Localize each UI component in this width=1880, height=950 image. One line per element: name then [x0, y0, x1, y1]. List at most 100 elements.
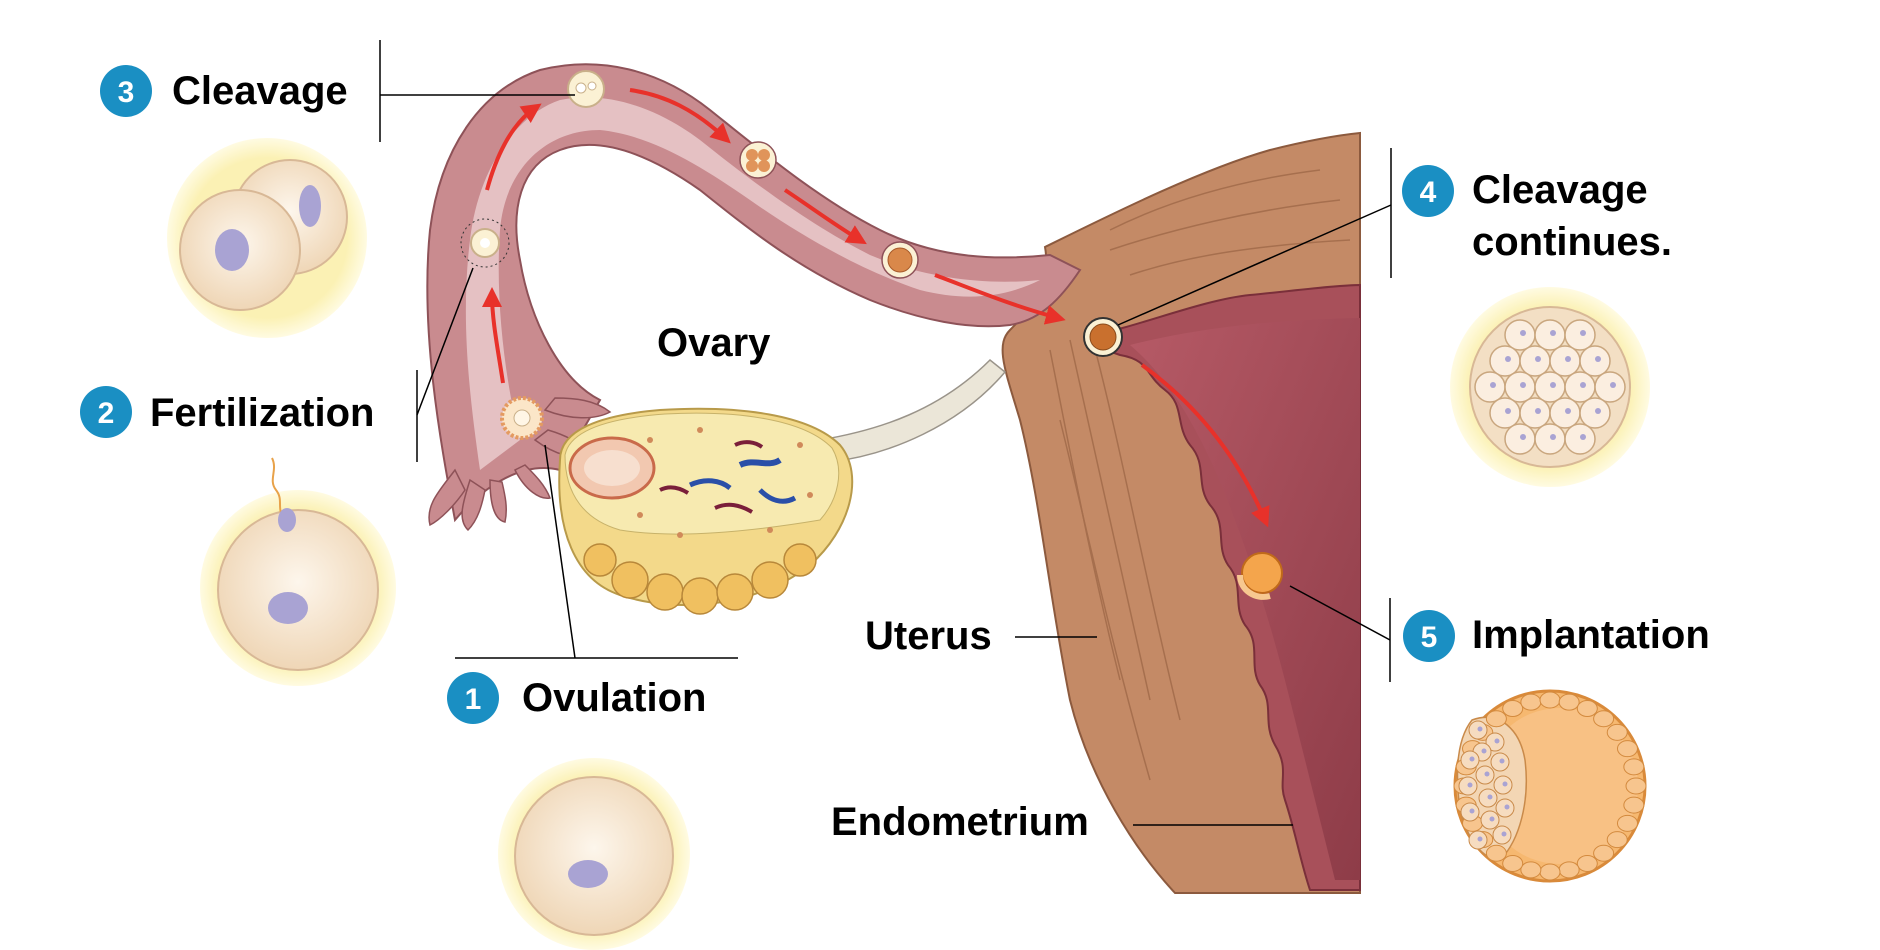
label-endometrium: Endometrium: [831, 800, 1089, 844]
morula-cell: [1564, 423, 1596, 455]
svg-text:1: 1: [465, 683, 482, 716]
nucleus-icon: [1580, 330, 1586, 336]
morula-cell: [1474, 371, 1506, 403]
nucleus-icon: [1505, 356, 1511, 362]
nucleus-icon: [1469, 756, 1475, 762]
nucleus-icon: [568, 860, 608, 888]
label-implantation: Implantation: [1472, 613, 1710, 657]
nucleus-icon: [1520, 434, 1526, 440]
detail-oocyte: [498, 758, 690, 950]
nucleus-icon: [1595, 356, 1601, 362]
nucleus-icon: [1520, 382, 1526, 388]
tube-fimbriae: [428, 397, 612, 532]
nucleus-icon: [1487, 794, 1493, 800]
nucleus-icon: [299, 185, 321, 227]
trophoblast-cell: [1502, 854, 1524, 872]
arrow-ovulation-to-fertilization: [482, 287, 505, 384]
morula-cell: [1534, 423, 1566, 455]
leader-lines: [379, 40, 1392, 826]
fertilized-egg: [460, 218, 510, 268]
label-cleavage-continues-line1: Cleavage: [1472, 168, 1648, 212]
trophoblast-cell: [1485, 844, 1507, 862]
trophoblast-cell: [1520, 861, 1542, 879]
nucleus-icon: [1499, 758, 1505, 764]
nucleus-icon: [268, 592, 308, 624]
tube-embryos: [460, 70, 1283, 600]
svg-text:3: 3: [118, 76, 135, 109]
morula-cell: [1579, 397, 1611, 429]
trophoblast-cell: [1623, 796, 1645, 814]
morula-cell: [1549, 345, 1581, 377]
nucleus-icon: [1494, 738, 1500, 744]
label-fertilization: Fertilization: [150, 391, 374, 435]
nucleus-icon: [1550, 382, 1556, 388]
morula-cells: [1474, 319, 1626, 455]
eight-cell-embryo: [881, 241, 919, 279]
trophoblast-cell: [1606, 723, 1628, 741]
nucleus-icon: [1484, 771, 1490, 777]
blastocyst-cells: [1453, 691, 1647, 881]
ovulated-egg: [500, 396, 544, 440]
trophoblast-cell: [1593, 710, 1615, 728]
morula-cell: [1504, 371, 1536, 403]
label-cleavage-continues-line2: continues.: [1472, 220, 1672, 264]
stage-badge-4: 4: [1402, 165, 1454, 217]
nucleus-icon: [1610, 382, 1616, 388]
nucleus-icon: [1469, 808, 1475, 814]
arrow-fertilization-to-cleavage: [485, 103, 542, 191]
uterine-cavity: [1130, 318, 1360, 880]
ovary-illustration: [558, 407, 854, 615]
trophoblast-cell: [1485, 710, 1507, 728]
nucleus-icon: [1489, 816, 1495, 822]
morula-cell: [1534, 319, 1566, 351]
implanting-blastocyst: [1237, 552, 1283, 600]
arrow-4cell-to-8cell: [783, 188, 867, 245]
nucleus-icon: [1535, 408, 1541, 414]
nucleus-icon: [1502, 781, 1508, 787]
morula-cell: [1519, 397, 1551, 429]
morula-cell: [1534, 371, 1566, 403]
nucleus-icon: [1504, 804, 1510, 810]
nucleus-icon: [1580, 382, 1586, 388]
trophoblast-cell: [1576, 854, 1598, 872]
trophoblast-cell: [1576, 700, 1598, 718]
trophoblast-cell: [1539, 863, 1561, 881]
ovary-follicles: [568, 427, 813, 538]
svg-text:2: 2: [98, 397, 115, 430]
label-ovary: Ovary: [657, 321, 771, 365]
nucleus-icon: [1477, 726, 1483, 732]
two-cell-embryo: [567, 70, 605, 108]
sperm-tail: [271, 457, 285, 519]
detail-morula: [1450, 287, 1650, 487]
svg-text:5: 5: [1421, 621, 1438, 654]
arrow-8cell-to-morula: [934, 273, 1066, 325]
trophoblast-cell: [1625, 777, 1647, 795]
nucleus-icon: [1550, 330, 1556, 336]
nucleus-icon: [1501, 831, 1507, 837]
detail-fertilized-egg: [200, 457, 396, 686]
ovary-lobes: [583, 543, 817, 615]
trophoblast-cell: [1558, 693, 1580, 711]
uterus-illustration: [1001, 131, 1361, 894]
stage-badge-3: 3: [100, 65, 152, 117]
nucleus-icon: [1505, 408, 1511, 414]
sperm-head-icon: [278, 508, 296, 532]
trophoblast-cell: [1606, 831, 1628, 849]
trophoblast-cell: [1616, 740, 1638, 758]
morula-cell: [1519, 345, 1551, 377]
morula-cell: [1564, 371, 1596, 403]
morula-cell: [1549, 397, 1581, 429]
detail-two-cell: [167, 138, 367, 338]
nucleus-icon: [1467, 782, 1473, 788]
trophoblast-cell: [1558, 861, 1580, 879]
morula: [1083, 317, 1123, 357]
stage-badge-1: 1: [447, 672, 499, 724]
migration-arrows: [482, 88, 1270, 528]
uterus-muscle-striations: [1049, 169, 1351, 781]
nucleus-icon: [215, 229, 249, 271]
nucleus-icon: [1490, 382, 1496, 388]
trophoblast-cell: [1502, 700, 1524, 718]
nucleus-icon: [1580, 434, 1586, 440]
label-cleavage: Cleavage: [172, 69, 348, 113]
